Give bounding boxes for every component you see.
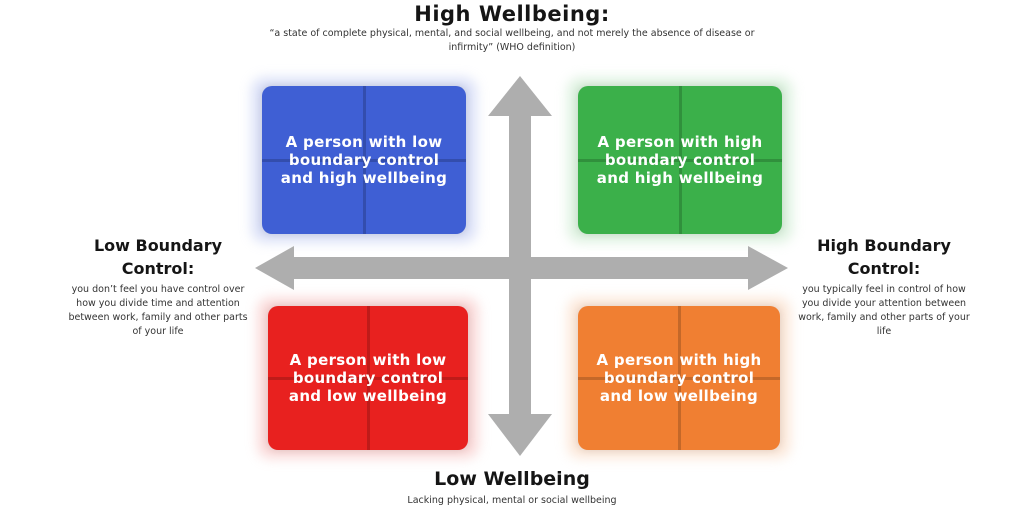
quadrant-top-right: A person with high boundary control and …	[578, 86, 782, 234]
quadrant-top-right-text: A person with high boundary control and …	[596, 133, 764, 187]
high-boundary-control-title: High Boundary Control:	[817, 236, 951, 278]
quadrant-bottom-right-text: A person with high boundary control and …	[596, 351, 762, 405]
high-wellbeing-description: “a state of complete physical, mental, a…	[269, 28, 755, 53]
right-arrow-icon	[748, 246, 788, 290]
low-boundary-control-description: you don’t feel you have control over how…	[68, 284, 248, 337]
low-wellbeing-description: Lacking physical, mental or social wellb…	[407, 495, 617, 506]
quadrant-bottom-right: A person with high boundary control and …	[578, 306, 780, 450]
quadrant-bottom-left-text: A person with low boundary control and l…	[288, 351, 448, 405]
horizontal-axis-shaft	[290, 257, 750, 279]
quadrant-top-left-text: A person with low boundary control and h…	[280, 133, 448, 187]
down-arrow-icon	[488, 414, 552, 456]
quadrant-bottom-left: A person with low boundary control and l…	[268, 306, 468, 450]
left-arrow-icon	[255, 246, 294, 290]
high-boundary-control-description: you typically feel in control of how you…	[798, 284, 970, 337]
high-wellbeing-title: High Wellbeing:	[414, 2, 610, 26]
quadrant-top-left: A person with low boundary control and h…	[262, 86, 466, 234]
low-wellbeing-title: Low Wellbeing	[434, 468, 590, 490]
axis-arrow-group	[255, 76, 788, 456]
low-boundary-control-title: Low Boundary Control:	[93, 236, 223, 278]
up-arrow-icon	[488, 76, 552, 116]
